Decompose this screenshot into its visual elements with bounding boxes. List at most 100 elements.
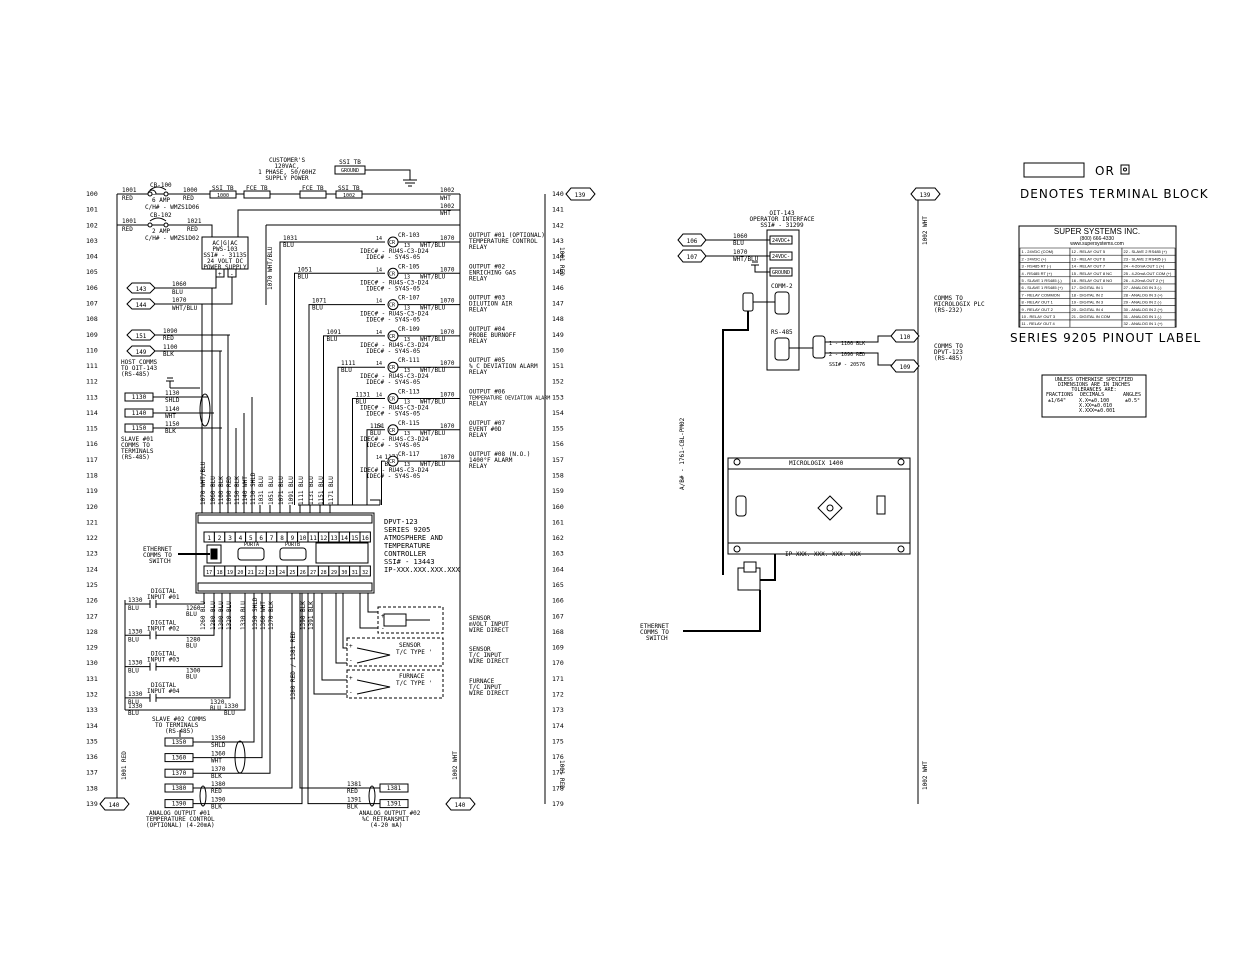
di-name-2-a: DIGITAL <box>151 619 177 626</box>
ground-tb-label: SSI TB <box>339 159 361 166</box>
wire-1001-red-right-top: 1001 RED <box>558 247 565 276</box>
rung-left-138: 138 <box>86 784 98 792</box>
oit-wire-1070: 1070 <box>733 249 748 256</box>
analog2-tb-1381: 1381 <box>387 785 402 792</box>
rung-left-116: 116 <box>86 440 98 448</box>
db9-wire-2: 2 - 1090 RED <box>829 352 865 358</box>
rung-left-112: 112 <box>86 378 98 386</box>
sensor-inputs: + - SENSOR mVOLT INPUT WIRE DIRECT + - S… <box>313 593 509 699</box>
wire-1060-color: BLU <box>172 289 183 296</box>
tol-h-frac: FRACTIONS <box>1046 392 1073 398</box>
oit-wire-1060: 1060 <box>733 233 748 240</box>
rung-right-155: 155 <box>552 425 564 433</box>
comms-plc-2: MICROLOGIX PLC <box>934 301 985 308</box>
output-wire-3 <box>308 304 385 505</box>
pinout-cell-2-1: 14 - RELAY OUT 7 <box>1072 264 1106 269</box>
output-label-1-1: TEMPERATURE CONTROL <box>469 238 538 245</box>
micrologix-1400: MICROLOGIX 1400 IP-XXX. XXX. XXX. XXX ET… <box>640 457 911 642</box>
rung-left-101: 101 <box>86 206 98 214</box>
output-label-8-1: 1400°F ALARM <box>469 457 513 464</box>
sensor3-type: T/C TYPE ' <box>396 680 432 687</box>
pinout-cell-0-1: 12 - RELAY OUT 5 <box>1072 249 1106 254</box>
ml-ethernet-1: ETHERNET <box>640 623 669 630</box>
oit-ground: GROUND <box>772 270 790 276</box>
bottom-wire-label-7: 1370 BLK <box>268 601 275 630</box>
rung-left-105: 105 <box>86 268 98 276</box>
wire-1002-a-color: WHT <box>440 195 451 202</box>
psu-name: PWS-103 <box>212 246 238 253</box>
slave2-c-1360: WHT <box>211 758 222 765</box>
bottom-terminal-28: 28 <box>321 570 327 576</box>
output-wire-color-2: BLU <box>298 273 309 280</box>
sensor1-label-1: SENSOR <box>469 615 491 622</box>
ref-143: 143 <box>136 286 147 293</box>
output-wire-color-4: BLU <box>327 336 338 343</box>
analog2-label-2: %C RETRANSMIT <box>362 816 409 823</box>
rung-left-118: 118 <box>86 472 98 480</box>
wire-1140-color: WHT <box>165 413 176 420</box>
output-label-5-0: OUTPUT #05 <box>469 357 506 364</box>
relay-part1-3: IDEC# - RU4S-C3-D24 <box>360 311 429 318</box>
pinout-cell-1-2: 23 - SLAVE 2 RS485 (-) <box>1124 256 1167 261</box>
wire-1330-common: 1330 <box>128 703 143 710</box>
slave2-title-1: SLAVE #02 COMMS <box>152 716 207 723</box>
ref-140-right-icon <box>445 797 476 811</box>
slave2-w-1370: 1370 <box>211 766 226 773</box>
di-wlc-1: BLU <box>128 605 139 612</box>
output-wire-color-1: BLU <box>283 242 294 249</box>
output-wire-color-3: BLU <box>312 305 323 312</box>
wire-1002-wht-far-top: 1002 WHT <box>922 216 929 245</box>
wire-1021-color: RED <box>187 226 198 233</box>
db9-ssi: SSI# - 20576 <box>829 362 865 368</box>
rung-right-167: 167 <box>552 612 564 620</box>
relay-pin13-8: 13 <box>404 462 410 468</box>
output-wire-2 <box>294 272 385 505</box>
rung-right-160: 160 <box>552 503 564 511</box>
psu-ssi: SSI# - 31135 <box>203 252 247 259</box>
rung-left-113: 113 <box>86 393 98 401</box>
bottom-terminal-26: 26 <box>300 570 306 576</box>
rung-left-133: 133 <box>86 706 98 714</box>
bottom-wire-label-9: 1390 BLK <box>300 601 307 630</box>
legend-denotes: DENOTES TERMINAL BLOCK <box>1020 187 1209 201</box>
controller-line-7: IP-XXX.XXX.XXX.XXX <box>384 566 461 574</box>
di-wlc-3: BLU <box>128 668 139 675</box>
comms-plc-3: (RS-232) <box>934 307 963 314</box>
rung-left-136: 136 <box>86 753 98 761</box>
top-terminal-12: 12 <box>320 535 328 542</box>
psu-minus-icon: - <box>230 271 234 278</box>
di-wrc-3: BLU <box>186 674 197 681</box>
di-name-3-a: DIGITAL <box>151 651 177 658</box>
rung-right-157: 157 <box>552 456 564 464</box>
controller-line-1: DPVT-123 <box>384 518 418 526</box>
slave2-c-1370: BLK <box>211 773 222 780</box>
wire-1150-color: BLK <box>165 428 176 435</box>
cb100-part: C/H# - WMZS1D06 <box>145 204 200 211</box>
wire-1330-common-color: BLU <box>128 710 139 717</box>
legend-or: OR <box>1095 164 1115 178</box>
top-wire-label-11: 1111 BLU <box>298 476 305 505</box>
top-terminal-2: 2 <box>218 535 222 542</box>
top-wire-label-3: 1090 RED <box>226 476 233 505</box>
controller-line-3: ATMOSPHERE AND <box>384 534 443 542</box>
bottom-terminal-32: 32 <box>362 570 368 576</box>
rung-right-149: 149 <box>552 331 564 339</box>
pinout-cell-4-0: 5 - SLAVE 1 RS485 (-) <box>1022 278 1063 283</box>
comms-dpvt-1: COMMS TO <box>934 343 963 350</box>
rung-right-144: 144 <box>552 253 564 261</box>
relay-w1070-color-7: WHT/BLU <box>420 430 446 437</box>
top-terminal-5: 5 <box>249 535 253 542</box>
oit-title-3: SSI# - 31299 <box>760 222 804 229</box>
slave2-title-2: TO TERMINALS <box>155 722 199 729</box>
psu-terminals: AC|G|AC <box>212 240 238 247</box>
pinout-cell-6-1: 18 - DIGITAL IN 2 <box>1072 292 1104 297</box>
rung-right-150: 150 <box>552 346 564 354</box>
rung-right-174: 174 <box>552 722 564 730</box>
sensor2-inner: SENSOR <box>399 642 421 649</box>
